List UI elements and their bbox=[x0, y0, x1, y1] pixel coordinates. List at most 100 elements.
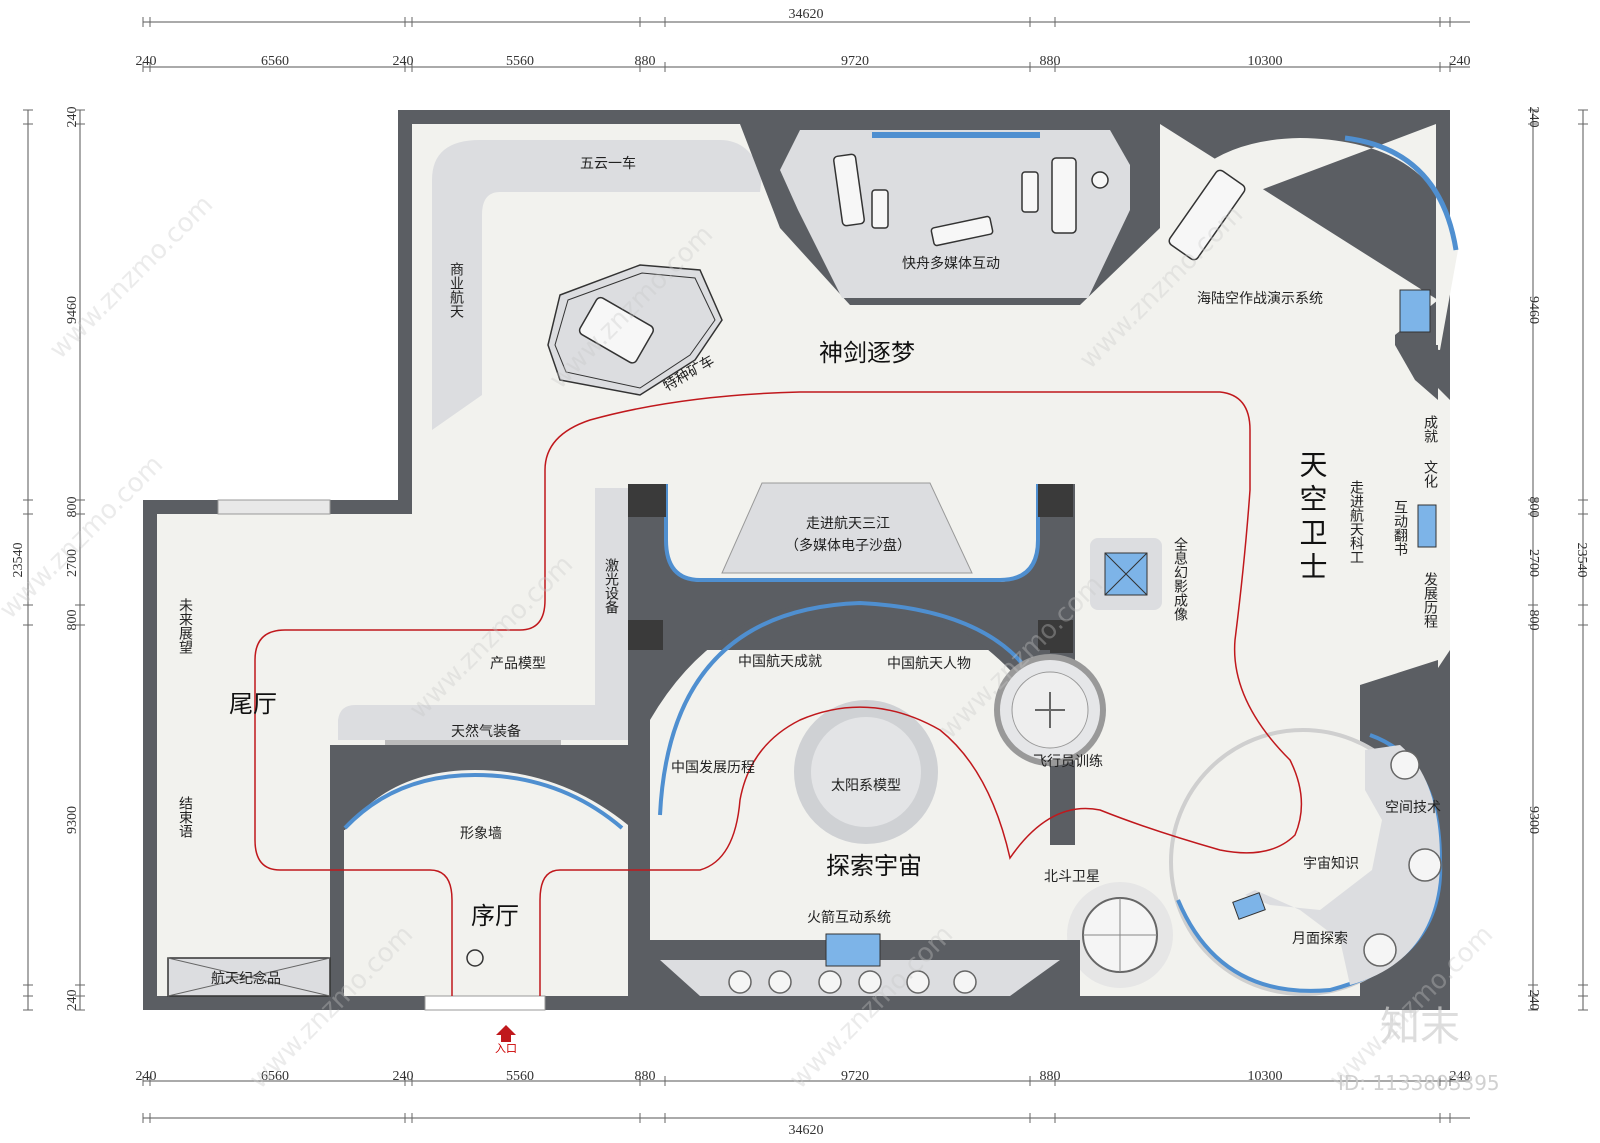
zone-commercial-space bbox=[432, 140, 762, 430]
dim-bottom-segment-4: 880 bbox=[635, 1069, 656, 1084]
space-tech-inner bbox=[1245, 745, 1440, 985]
dim-left-segment-0: 240 bbox=[65, 107, 80, 128]
label-zoujin-2: （多媒体电子沙盘） bbox=[785, 537, 911, 554]
zone-exploration-wall bbox=[628, 600, 1050, 840]
dim-left-segment-5: 9300 bbox=[65, 806, 80, 834]
dim-right-segment-0: 240 bbox=[1526, 107, 1541, 128]
label-kejigong: 走进航天科工 bbox=[1348, 480, 1364, 564]
dim-right-segment-1: 9460 bbox=[1526, 296, 1541, 324]
dim-left-total: 23540 bbox=[11, 543, 26, 578]
rocket-globes bbox=[728, 970, 977, 994]
image-wall-blue-arc bbox=[343, 772, 624, 830]
label-hailu: 海陆空作战演示系统 bbox=[1197, 291, 1323, 307]
label-beidou: 北斗卫星 bbox=[1044, 869, 1100, 885]
dark-block-1 bbox=[628, 484, 666, 517]
label-hudong: 互动翻书 bbox=[1392, 500, 1408, 556]
label-kuaizhou: 快舟多媒体互动 bbox=[902, 255, 1000, 272]
dim-bottom-segment-2: 240 bbox=[393, 1069, 414, 1084]
label-chengjiu: 中国航天成就 bbox=[738, 654, 822, 670]
souvenir-shop-wall bbox=[330, 830, 344, 996]
entrance-door bbox=[424, 995, 546, 1011]
svg-text:www.znzmo.com: www.znzmo.com bbox=[44, 190, 219, 365]
dim-bottom-total: 34620 bbox=[789, 1123, 824, 1138]
right-pillar bbox=[628, 840, 650, 940]
label-fazhanlicheng: 发展历程 bbox=[1422, 572, 1438, 629]
dim-bottom-segment-7: 10300 bbox=[1248, 1069, 1283, 1084]
zone-special-mine-truck-inner bbox=[554, 272, 716, 389]
hall-shenjian: 神剑逐梦 bbox=[819, 339, 915, 367]
zone-sea-land-air-wall bbox=[1160, 124, 1438, 360]
dim-bottom-segment-1: 6560 bbox=[261, 1069, 289, 1084]
label-feixing: 飞行员训练 bbox=[1033, 754, 1103, 770]
dim-left-segment-6: 240 bbox=[65, 990, 80, 1011]
dim-left-segment-3: 2700 bbox=[65, 549, 80, 577]
label-chanpin: 产品模型 bbox=[490, 656, 546, 672]
label-yuzhou: 宇宙知识 bbox=[1303, 855, 1359, 872]
dim-top-segment-2: 240 bbox=[393, 54, 414, 69]
hall-weiting: 尾厅 bbox=[229, 690, 277, 718]
entrance-label: 入口 bbox=[495, 1042, 517, 1055]
rocket-screen bbox=[825, 933, 881, 967]
moon-exploration-screen bbox=[1232, 892, 1266, 920]
dim-top-segment-6: 880 bbox=[1040, 54, 1061, 69]
kuaizhou-vehicles bbox=[833, 153, 1109, 247]
dark-block-3 bbox=[628, 620, 663, 653]
label-jinian: 航天纪念品 bbox=[211, 970, 281, 987]
dim-top-segment-0: 240 bbox=[136, 54, 157, 69]
label-huojian: 火箭互动系统 bbox=[807, 909, 891, 926]
souvenir-shop-cross bbox=[167, 957, 331, 997]
dim-top-segment-8: 240 bbox=[1450, 54, 1471, 69]
dim-top-segment-7: 10300 bbox=[1248, 54, 1283, 69]
dim-left-segment-1: 9460 bbox=[65, 296, 80, 324]
zone-sand-table bbox=[721, 482, 973, 574]
hall-tansuo: 探索宇宙 bbox=[826, 852, 922, 880]
hall-tiankong: 天空卫士 bbox=[1296, 450, 1329, 586]
kuaizhou-screen bbox=[872, 132, 1040, 138]
dim-top-segment-3: 5560 bbox=[506, 54, 534, 69]
label-weilai: 未来展望 bbox=[177, 598, 193, 654]
dimension-lines bbox=[23, 17, 1588, 1123]
entrance-arrow bbox=[496, 1025, 516, 1042]
armored-vehicle bbox=[1168, 169, 1246, 261]
dim-bottom-segment-0: 240 bbox=[136, 1069, 157, 1084]
label-yuemian: 月面探索 bbox=[1292, 930, 1348, 947]
label-wenhua: 文化 bbox=[1422, 460, 1438, 489]
label-jieshu: 结束语 bbox=[177, 796, 193, 838]
dim-right-total: 23540 bbox=[1574, 543, 1589, 578]
dim-right-segment-5: 9300 bbox=[1526, 806, 1541, 834]
dim-top-segment-4: 880 bbox=[635, 54, 656, 69]
mine-truck bbox=[578, 296, 654, 364]
dim-bottom-segment-8: 240 bbox=[1450, 1069, 1471, 1084]
screen-achievements bbox=[1399, 289, 1431, 333]
dim-left-segment-4: 800 bbox=[65, 610, 80, 631]
hologram-cross bbox=[1104, 552, 1148, 596]
label-xingxiang: 形象墙 bbox=[460, 826, 502, 842]
dim-right-segment-3: 2700 bbox=[1526, 549, 1541, 577]
natural-gas-strip bbox=[385, 740, 561, 745]
hall-xuting: 序厅 bbox=[471, 902, 519, 930]
dark-block-2 bbox=[1038, 484, 1073, 517]
dim-bottom-segment-3: 5560 bbox=[506, 1069, 534, 1084]
right-wall-notch bbox=[1395, 345, 1438, 400]
dim-right-segment-2: 800 bbox=[1526, 497, 1541, 518]
label-chengjiu-1: 成就 bbox=[1422, 415, 1438, 443]
dim-bottom-segment-6: 880 bbox=[1040, 1069, 1061, 1084]
exploration-blue-arc bbox=[658, 600, 1042, 816]
label-wuyun: 五云一车 bbox=[580, 155, 636, 172]
space-tech-globes bbox=[1363, 750, 1442, 967]
right-wall-lower bbox=[1360, 660, 1438, 730]
label-kongjian: 空间技术 bbox=[1385, 800, 1441, 816]
sanjiang-blue-edge bbox=[664, 484, 1040, 582]
dim-top-total: 34620 bbox=[789, 7, 824, 22]
label-tianran: 天然气装备 bbox=[451, 723, 521, 740]
label-zoujin-1: 走进航天三江 bbox=[806, 516, 890, 532]
label-taiyang: 太阳系模型 bbox=[831, 778, 901, 794]
beidou-globe-lines bbox=[1083, 898, 1157, 972]
dim-top-segment-1: 6560 bbox=[261, 54, 289, 69]
zone-laser-equipment bbox=[338, 488, 628, 740]
